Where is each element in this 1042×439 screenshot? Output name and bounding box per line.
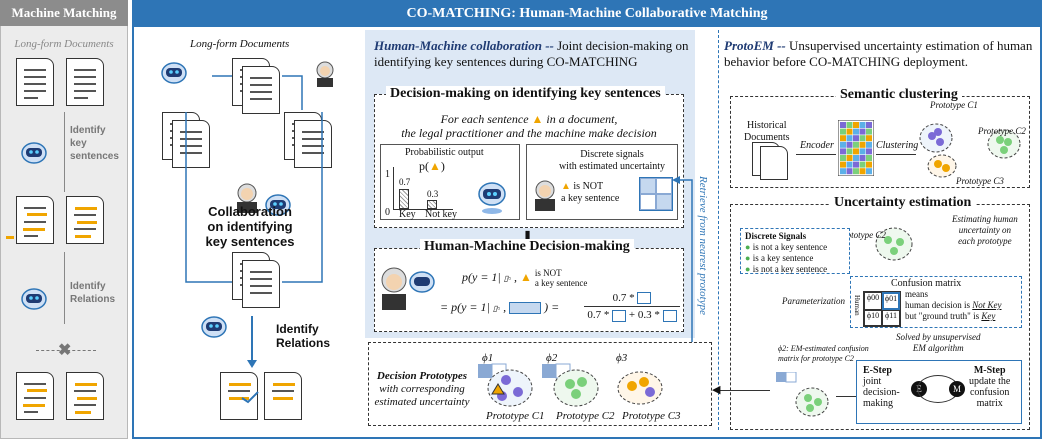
- confusion-title: Confusion matrix: [891, 278, 962, 289]
- judge-robot-icon: [381, 267, 435, 310]
- parameterization-label: Parameterization: [782, 296, 845, 306]
- judge-icon: [535, 180, 555, 211]
- y-tick-1: 1: [385, 169, 390, 180]
- arrow: [796, 154, 836, 155]
- hm-decision-title: Human-Machine Decision-making: [420, 239, 634, 255]
- encoder-label: Encoder: [800, 140, 834, 151]
- proto-c3-label: Prototype C3: [956, 176, 1004, 186]
- robot-icon: [161, 62, 187, 84]
- proto-c2-label: Prototype C2: [838, 230, 886, 240]
- uncertainty-estimation-title: Uncertainty estimation: [830, 195, 976, 211]
- key-label: Key: [399, 209, 416, 220]
- y-tick-0: 0: [385, 207, 390, 218]
- decision-making-title: Decision-making on identifying key sente…: [386, 86, 665, 102]
- phi2-label: ϕ2: [546, 352, 558, 364]
- robot-icon: [21, 142, 47, 164]
- doc-icon: [66, 196, 104, 244]
- proto-c3-label: Prototype C3: [622, 410, 681, 422]
- arrow: [836, 396, 856, 397]
- highlight-mark: [6, 236, 14, 239]
- phi1-label: ϕ1: [482, 352, 494, 364]
- discrete-signals-list: Discrete Signals ● is not a key sentence…: [740, 228, 850, 274]
- proto-c1-label: Prototype C1: [486, 410, 545, 422]
- divider: [718, 30, 719, 430]
- relation-line: [36, 350, 96, 351]
- phi3-label: ϕ3: [616, 352, 628, 364]
- flow-arrow: [64, 112, 65, 192]
- flow-connectors: [185, 75, 323, 404]
- doc-icon: [16, 196, 54, 244]
- proto-c2-label: Prototype C2: [978, 126, 1026, 136]
- proto-c1-label: Prototype C1: [930, 100, 978, 110]
- val-03: 0.3: [427, 189, 439, 199]
- doc-icon: [66, 372, 104, 420]
- probabilistic-output-box: Probabilistic output p(▲) 1 0 0.7 0.3 Ke…: [380, 144, 520, 220]
- co-matching-title: CO-MATCHING: Human-Machine Collaborative…: [132, 0, 1042, 27]
- flow-arrow: [64, 252, 65, 324]
- human-axis-label: Human: [853, 295, 861, 316]
- eq2-frac: 0.7 * 0.7 * + 0.3 *: [584, 292, 680, 322]
- judge-icon: [237, 183, 257, 213]
- judge-icon: [316, 61, 334, 87]
- retrieve-label: Retrieve from nearest prototype: [697, 176, 709, 315]
- arrow-left: [716, 390, 770, 391]
- robot-icon: [478, 182, 506, 214]
- not-key-label: Not key: [425, 209, 457, 220]
- main-docs-label: Long-form Documents: [190, 38, 290, 50]
- val-07: 0.7: [399, 177, 411, 187]
- proto-c2-cluster: [875, 227, 913, 261]
- semantic-clustering-title: Semantic clustering: [836, 87, 962, 103]
- protoem-heading: ProtoEM -- Unsupervised uncertainty esti…: [724, 38, 1033, 69]
- robot-icon: [21, 288, 47, 310]
- arrow-head-icon: ◀: [712, 384, 721, 396]
- robot-icon: [265, 194, 291, 216]
- means-text: means human decision is Not Key but "gro…: [905, 289, 1002, 321]
- doc-icon: [16, 58, 54, 106]
- uncertainty-matrix-icon: [639, 177, 673, 211]
- doc-icon: [66, 58, 104, 106]
- bar-key: [399, 189, 409, 209]
- prob-output-label: Probabilistic output: [405, 147, 484, 158]
- bar-not-key: [427, 200, 437, 209]
- doc-icon: [16, 372, 54, 420]
- robot-icon: [201, 316, 227, 338]
- eq2-left: = p(y = 1| ▯▫ , ) =: [440, 300, 560, 315]
- prob-label: p(▲): [419, 159, 445, 173]
- embedding-matrix: [838, 120, 874, 176]
- retrieve-arrow: [672, 176, 693, 356]
- proto-c2-label: Prototype C2: [556, 410, 615, 422]
- cross-icon: ✖: [58, 342, 72, 359]
- doc-icon: [760, 146, 788, 180]
- machine-matching-title: Machine Matching: [0, 0, 128, 26]
- phi-matrix: ϕ00 ϕ01 ϕ10 ϕ11: [863, 291, 901, 327]
- hmc-heading: Human-Machine collaboration -- Joint dec…: [374, 38, 689, 69]
- confusion-matrix-box: Confusion matrix Human ϕ00 ϕ01 ϕ10 ϕ11 m…: [850, 276, 1022, 328]
- collab-flow-area: [161, 52, 340, 422]
- decision-making-subtitle: For each sentence ▲ in a document, the l…: [401, 112, 657, 140]
- prototype-clusters: [478, 363, 663, 407]
- left-docs-label: Long-form Documents: [14, 38, 114, 50]
- clustering-label: Clustering: [876, 140, 919, 151]
- m-node: M: [949, 381, 965, 397]
- arrow: [876, 154, 916, 155]
- proto-c2-small: [776, 372, 829, 417]
- cluster-graph: [919, 123, 1021, 178]
